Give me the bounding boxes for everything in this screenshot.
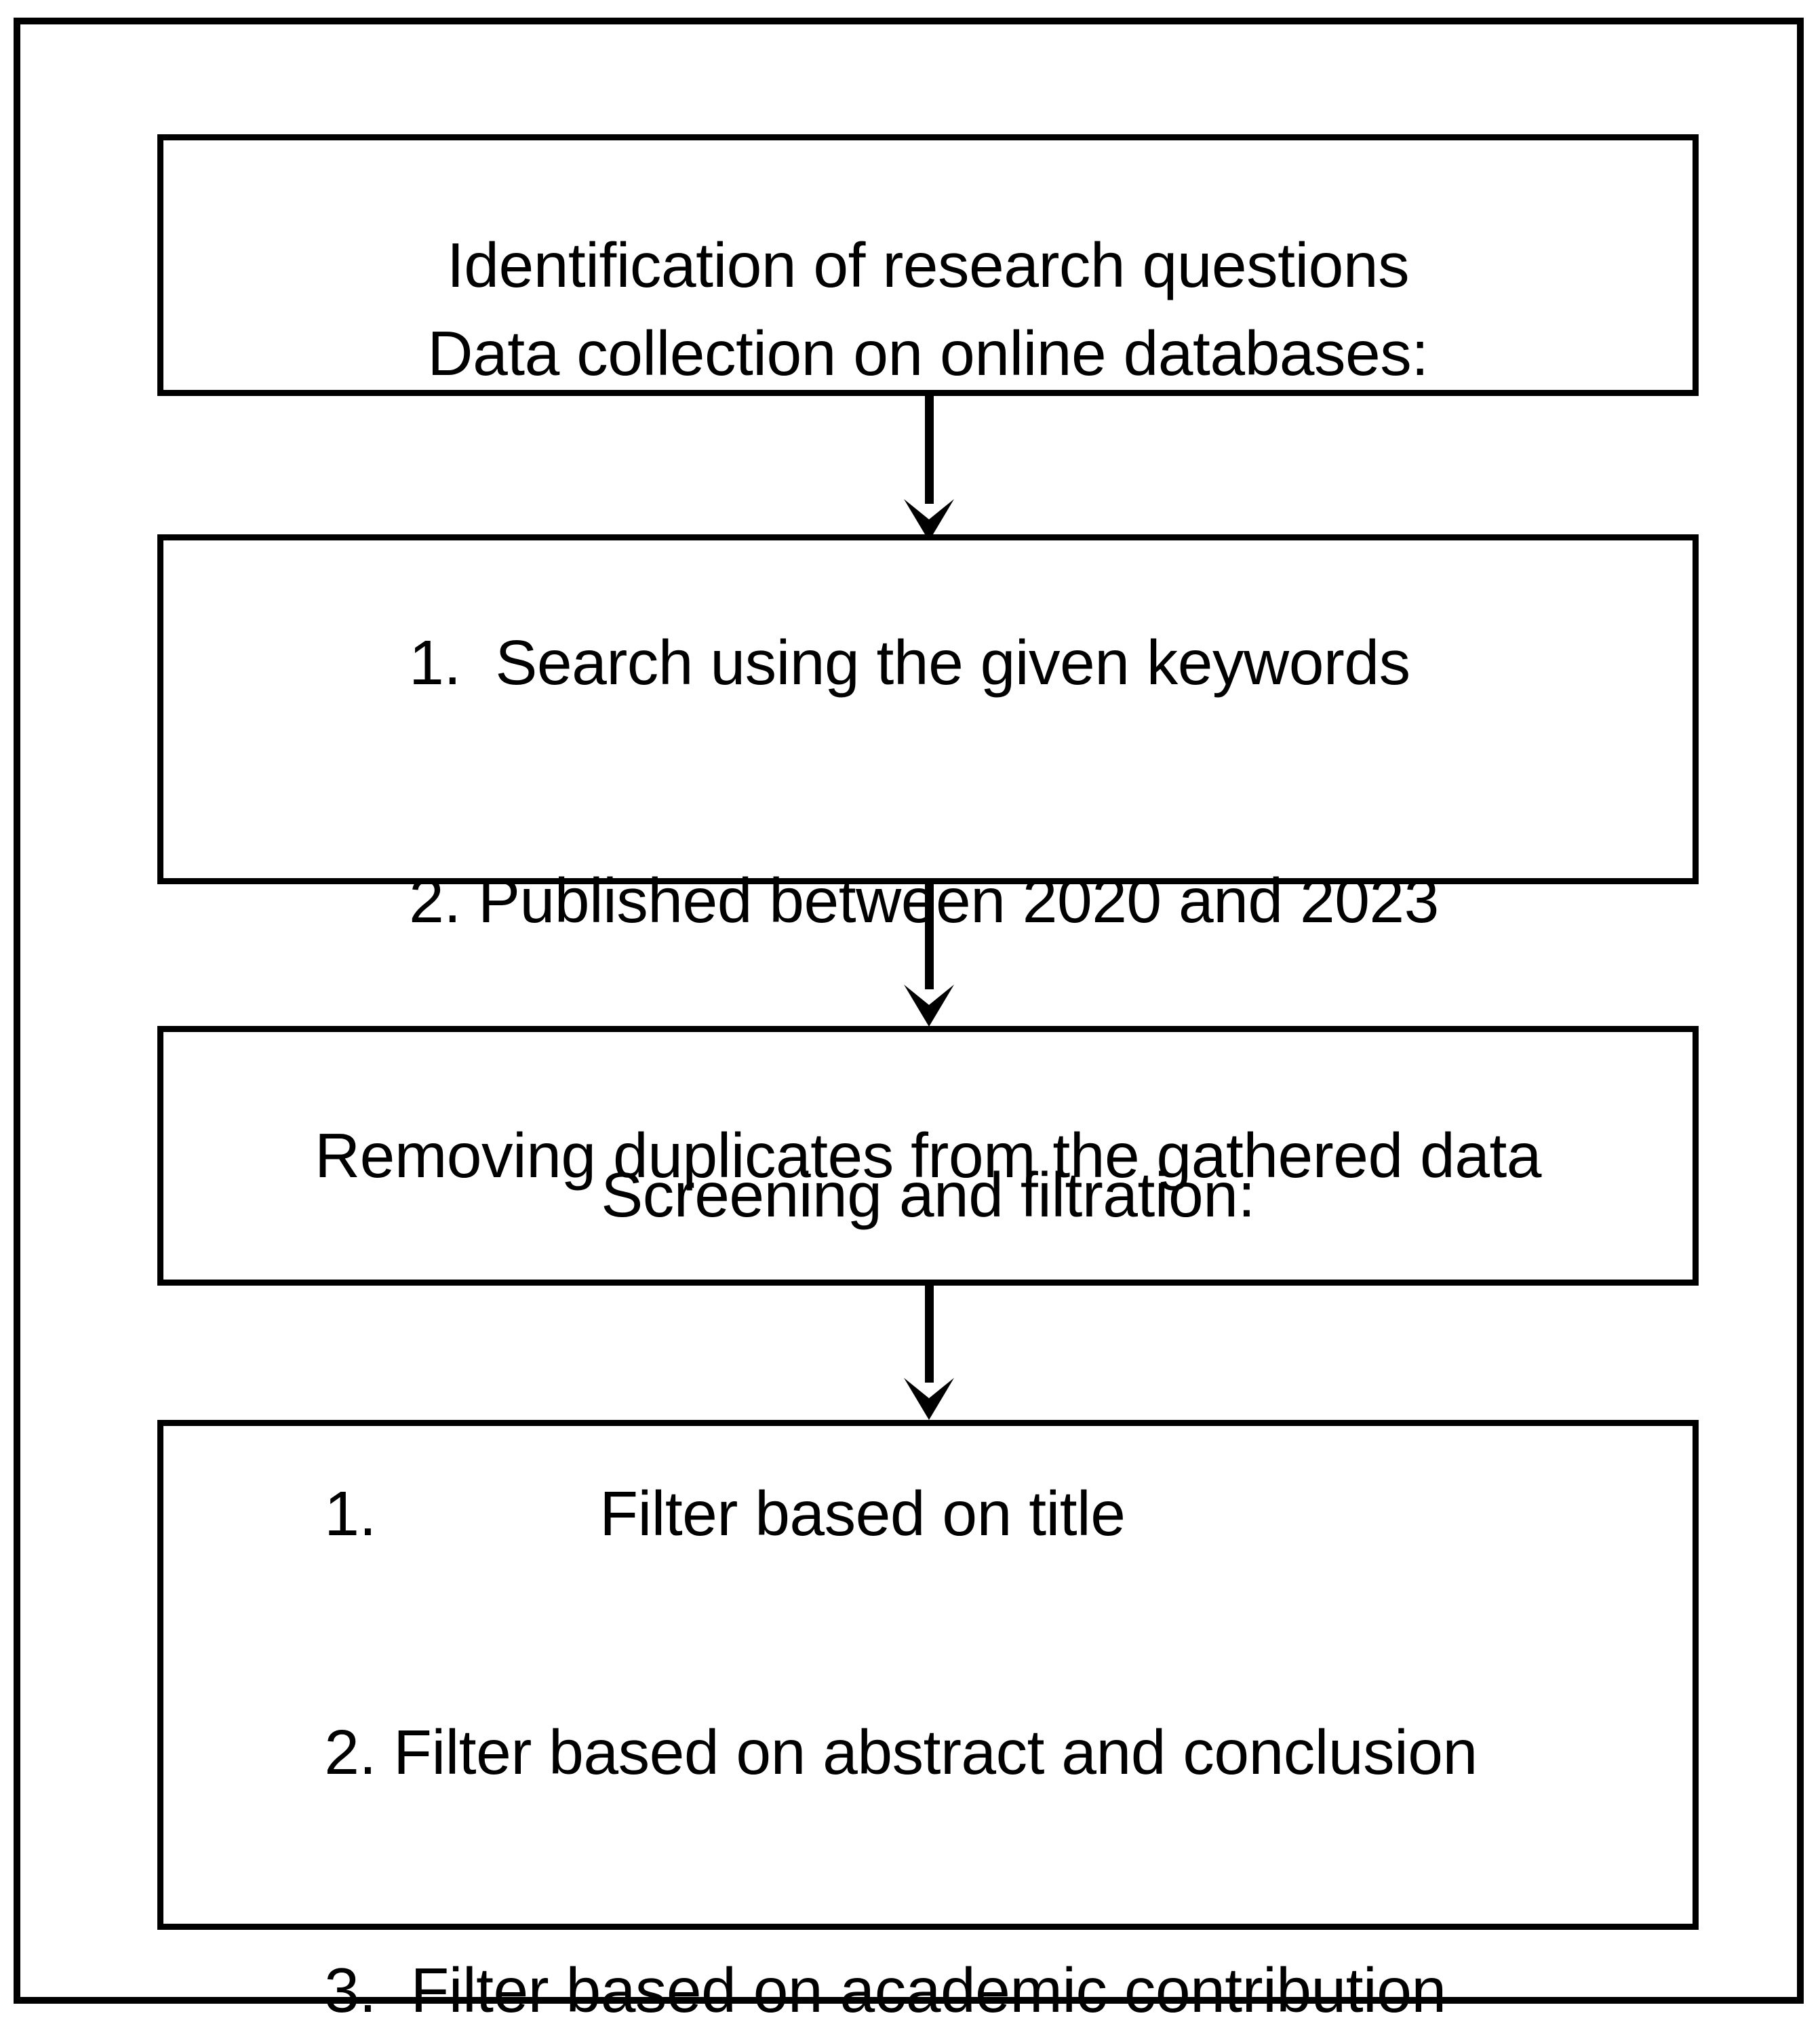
arrow-down-icon-1 xyxy=(904,499,954,541)
flow-box-step-4-heading: Screening and filtration: xyxy=(601,1160,1255,1231)
flow-box-step-1: Identification of research questions xyxy=(157,134,1699,396)
connector-line-2 xyxy=(925,884,934,989)
list-item: 2. Filter based on abstract and conclusi… xyxy=(324,1716,1478,1787)
flow-box-step-2: Data collection on online databases: 1. … xyxy=(157,319,1699,936)
arrow-down-icon-3 xyxy=(904,1378,954,1420)
list-item: 1. Search using the given keywords xyxy=(409,627,1410,698)
flow-box-step-1-heading: Identification of research questions xyxy=(446,229,1410,300)
flow-box-step-3-heading: Removing duplicates from the gathered da… xyxy=(314,1120,1542,1191)
outer-frame: Identification of research questions Dat… xyxy=(14,18,1804,2020)
flow-box-step-2-heading: Data collection on online databases: xyxy=(427,318,1429,389)
list-item: 2. Published between 2020 and 2023 xyxy=(409,865,1439,936)
arrow-down-icon-2 xyxy=(904,985,954,1027)
connector-line-1 xyxy=(925,395,934,504)
flow-box-step-4: Screening and filtration: 1. Filter base… xyxy=(157,1160,1699,2020)
flow-box-step-3: Removing duplicates from the gathered da… xyxy=(157,1026,1699,1286)
flow-box-step-4-list: 1. Filter based on title 2. Filter based… xyxy=(324,1315,1478,2020)
flow-box-step-2-list: 1. Search using the given keywords 2. Pu… xyxy=(409,464,1439,1099)
connector-line-3 xyxy=(925,1285,934,1383)
list-item: 3. Filter based on academic contribution xyxy=(324,1955,1446,2020)
list-item: 1. Filter based on title xyxy=(324,1478,1126,1549)
